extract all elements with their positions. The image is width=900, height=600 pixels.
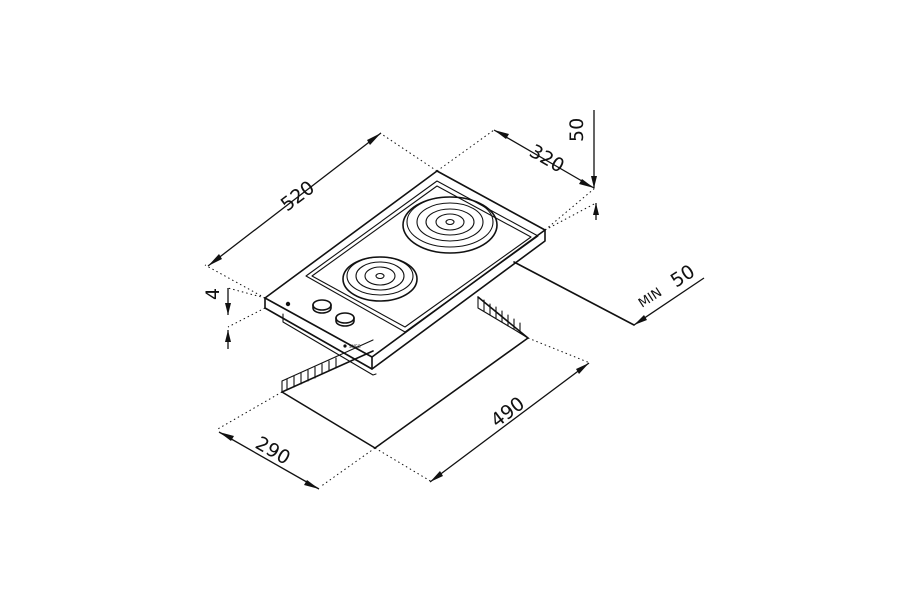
power-indicator-light xyxy=(285,301,291,307)
cutout-hatching-left xyxy=(286,357,337,391)
dim-clearance: MIN 50 xyxy=(633,261,705,326)
cutout-edge-front-left xyxy=(281,350,374,393)
dim-label-50: 50 xyxy=(566,118,588,142)
dim-thickness: 4 xyxy=(202,288,231,349)
dim-cutout-width: 290 xyxy=(218,431,320,490)
knob-left-icon xyxy=(312,299,332,314)
dim-length-top: 520 xyxy=(207,132,382,267)
cutout-wall-right xyxy=(477,296,529,339)
control-knobs: SMEG xyxy=(285,299,361,349)
extension-lines xyxy=(204,129,597,488)
dim-label-520: 520 xyxy=(277,177,319,216)
svg-text:SMEG: SMEG xyxy=(349,344,361,349)
hotplate-small xyxy=(342,256,418,302)
dim-height: 50 xyxy=(566,110,599,220)
hob-inner-frame-2 xyxy=(311,185,532,328)
cutout-edge-outer xyxy=(281,296,529,449)
hob-underbody-line xyxy=(513,261,635,326)
brand-logo: SMEG xyxy=(343,344,361,349)
hob-inner-frame xyxy=(305,180,539,333)
hob-underbody-front xyxy=(282,313,377,376)
dim-label-4: 4 xyxy=(202,288,224,300)
worktop-cutout xyxy=(281,296,529,449)
dim-label-min-50: 50 xyxy=(667,261,699,293)
dim-cutout-length: 490 xyxy=(429,362,590,483)
knob-right-icon xyxy=(335,312,355,327)
hob-body xyxy=(264,170,635,376)
hob-front-edge xyxy=(264,297,373,370)
cutout-hatching-right xyxy=(483,299,521,334)
dim-label-490: 490 xyxy=(487,393,529,432)
hob-side-edge xyxy=(371,229,546,370)
dim-label-320: 320 xyxy=(526,140,568,177)
dim-label-290: 290 xyxy=(252,432,294,469)
cutout-wall-left xyxy=(281,339,374,393)
hotplate-large xyxy=(402,196,498,254)
